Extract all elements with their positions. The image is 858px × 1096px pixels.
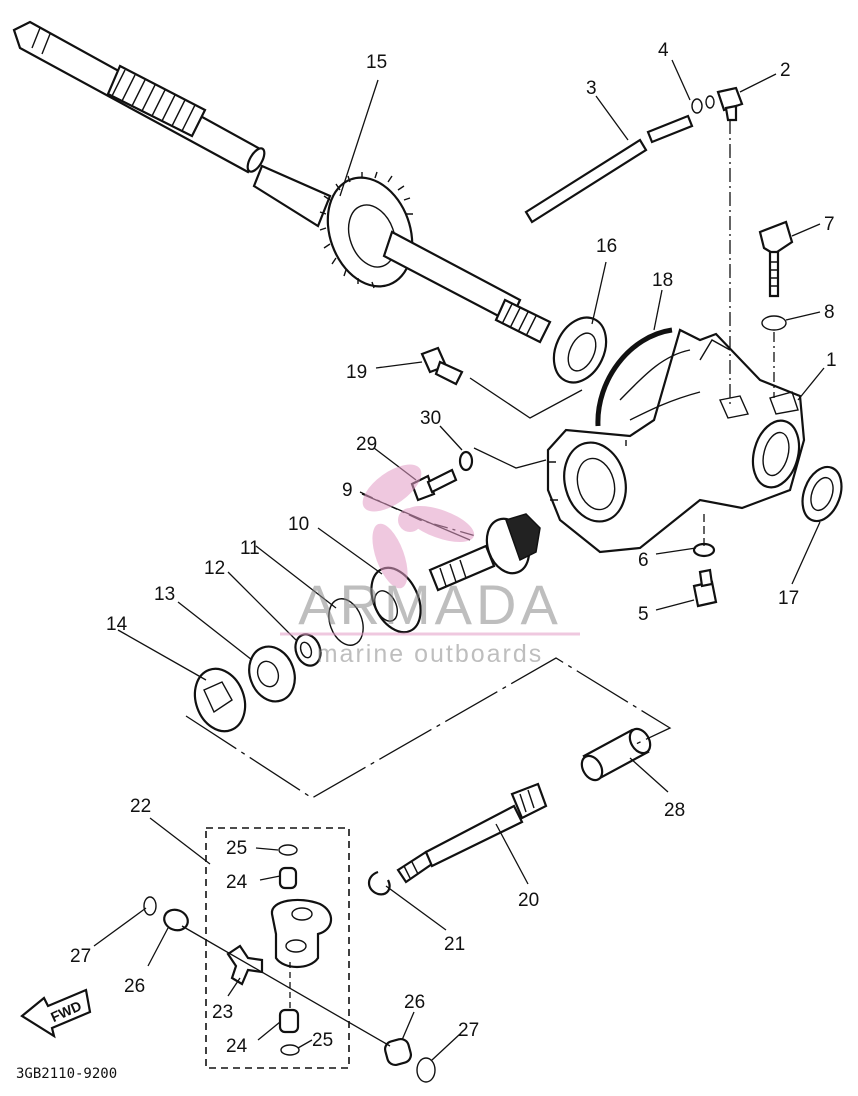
drain-plug-part-5 (692, 568, 718, 608)
callout-29: 29 (356, 434, 377, 455)
shim-part-11 (328, 598, 364, 646)
callout-27-right: 27 (458, 1020, 479, 1041)
callout-23: 23 (212, 1002, 233, 1023)
callout-12: 12 (204, 558, 225, 579)
armada-watermark: ARMADA marine outboards (280, 464, 580, 668)
callout-2: 2 (780, 60, 791, 81)
fwd-arrow: FWD (20, 988, 92, 1039)
spline-shaft-part-20 (396, 782, 548, 884)
bearing-cap-part-24-upper (278, 866, 298, 890)
washer-part-30 (458, 450, 474, 472)
callout-24-lower: 24 (226, 1036, 248, 1057)
callout-25-lower: 25 (312, 1030, 333, 1051)
callout-4: 4 (658, 40, 669, 61)
pinion-gear-part-9 (428, 513, 541, 592)
callout-20: 20 (518, 890, 539, 911)
circlip-part-21 (367, 870, 391, 896)
callout-14: 14 (106, 614, 128, 635)
callout-22: 22 (130, 796, 151, 817)
callout-1: 1 (826, 350, 837, 371)
callout-16: 16 (596, 236, 617, 257)
bolt-part-19 (420, 346, 464, 386)
callout-26-left: 26 (124, 976, 145, 997)
callout-7: 7 (824, 214, 835, 235)
callout-21: 21 (444, 934, 465, 955)
callout-9: 9 (342, 480, 353, 501)
callout-25-upper: 25 (226, 838, 247, 859)
watermark-subtitle: marine outboards (317, 640, 544, 668)
vent-screw-part-7 (758, 220, 794, 298)
callout-13: 13 (154, 584, 175, 605)
retainer-part-14 (193, 667, 247, 733)
callout-18: 18 (652, 270, 673, 291)
circlip-part-25-upper (278, 844, 298, 856)
callout-11: 11 (240, 538, 260, 559)
drawing-code: 3GB2110-9200 (16, 1066, 117, 1082)
gear-case-housing-part-1 (546, 328, 806, 554)
callout-numbers: 1 2 3 4 5 6 7 8 9 10 11 12 13 14 15 16 1… (70, 40, 837, 1057)
oil-seal-part-17 (801, 465, 843, 523)
callout-24-upper: 24 (226, 872, 248, 893)
circlip-part-27-left (143, 896, 157, 916)
o-ring-part-18 (595, 327, 673, 427)
elbow-fitting-part-2 (716, 86, 744, 122)
bearing-cap-part-26-left (163, 908, 189, 932)
callout-10: 10 (288, 514, 309, 535)
yoke (270, 898, 333, 969)
circlip-part-25-lower (280, 1044, 300, 1056)
callout-26-right: 26 (404, 992, 425, 1013)
callout-5: 5 (638, 604, 649, 625)
callout-17: 17 (778, 588, 799, 609)
bearing-cap-part-26-right (384, 1038, 412, 1066)
bearing-cap-part-24-lower (278, 1008, 300, 1034)
callout-8: 8 (824, 302, 835, 323)
callout-6: 6 (638, 550, 649, 571)
callout-leaders (93, 59, 825, 1061)
clip-part-4 (691, 95, 715, 114)
sleeve-part-28 (580, 727, 652, 782)
callout-27-left: 27 (70, 946, 91, 967)
callout-3: 3 (586, 78, 597, 99)
drive-shaft-part-15 (12, 20, 552, 344)
circlip-part-27-right (416, 1057, 436, 1083)
gasket-part-8 (761, 315, 787, 331)
oil-seal-part-16 (552, 316, 608, 384)
cross-spider-part-23 (226, 944, 264, 986)
callout-19: 19 (346, 362, 367, 383)
hose-part-3 (524, 114, 694, 224)
watermark-title: ARMADA (298, 573, 562, 636)
callout-15: 15 (366, 52, 387, 73)
callout-30: 30 (420, 408, 441, 429)
bearing-part-13 (248, 645, 296, 703)
propeller-logo (362, 464, 475, 589)
callout-28: 28 (664, 800, 685, 821)
